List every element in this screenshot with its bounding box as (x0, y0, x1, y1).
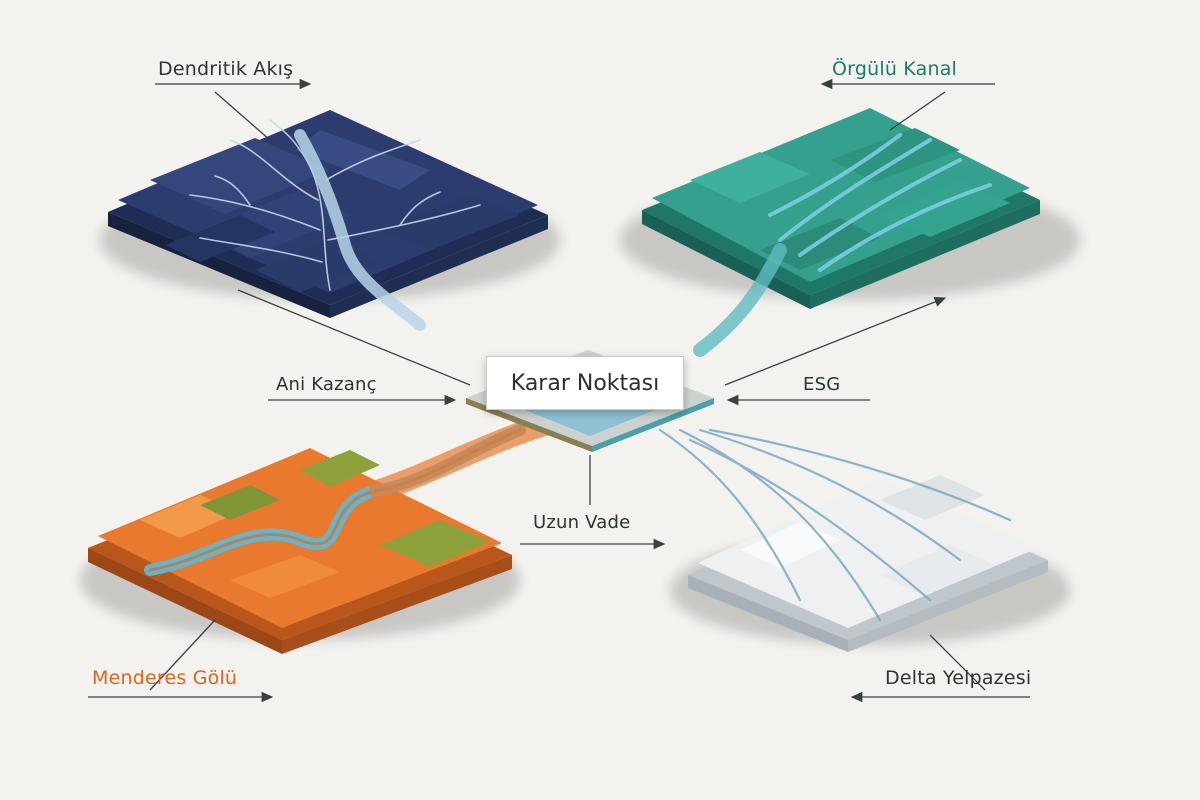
line-dendritik-down (214, 91, 271, 141)
dendritik-tile (108, 110, 548, 331)
label-menderes-golu: Menderes Gölü (92, 667, 238, 689)
label-ani-kazanc: Ani Kazanç (276, 374, 377, 395)
label-uzun-vade: Uzun Vade (533, 512, 631, 533)
line-orgulu-down (889, 91, 946, 131)
delta-tile (658, 428, 1048, 652)
line-menderes-up (149, 619, 216, 691)
connector-arrows (88, 78, 1030, 703)
label-esg: ESG (803, 374, 841, 395)
decision-point-box: Karar Noktası (486, 356, 684, 410)
label-delta-yelpazesi: Delta Yelpazesi (885, 667, 1032, 689)
line-dendritik-center (237, 289, 471, 386)
orgulu-tile (642, 108, 1040, 357)
decision-point-title: Karar Noktası (510, 370, 660, 396)
label-dendritik-akis: Dendritik Akış (158, 58, 294, 80)
line-delta-up (929, 634, 986, 691)
arrow-orgulu-up (724, 296, 947, 386)
label-orgulu-kanal: Örgülü Kanal (832, 58, 958, 80)
